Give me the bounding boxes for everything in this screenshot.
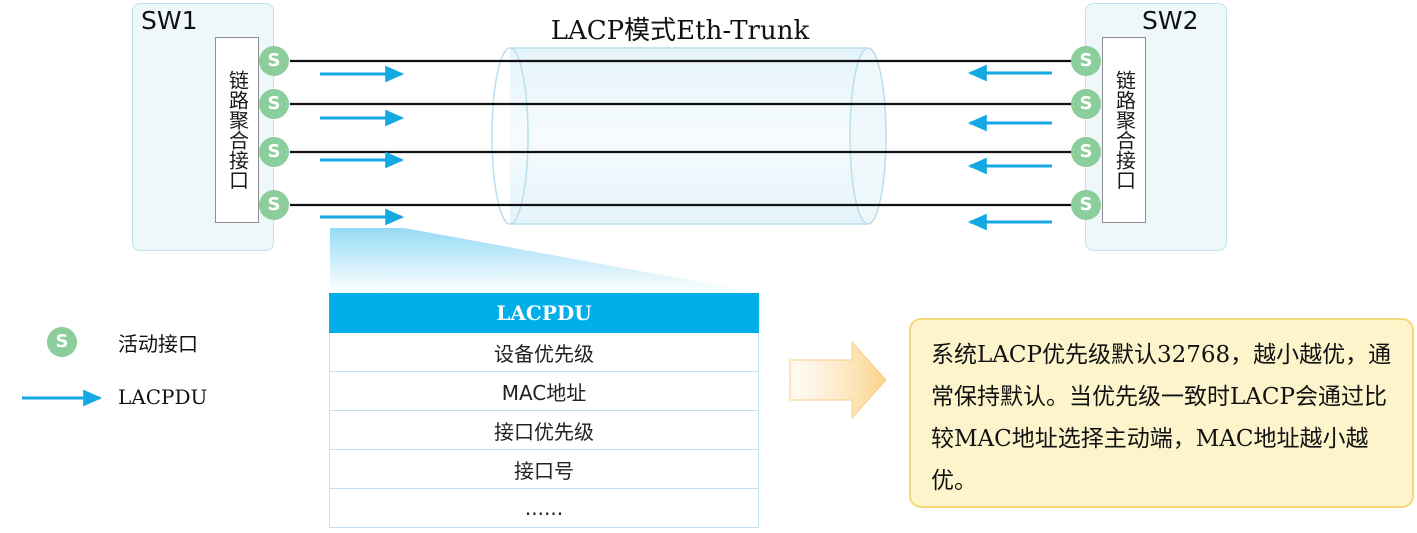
priority-note: 系统LACP优先级默认32768，越小越优，通常保持默认。当优先级一致时LACP…: [909, 318, 1414, 508]
eth-trunk-cylinder: [491, 47, 887, 225]
sw1-active-port: S: [259, 137, 289, 167]
sw2-active-port: S: [1071, 89, 1101, 119]
member-links: [290, 59, 1072, 207]
lacpdu-field: ......: [329, 488, 759, 528]
sw2-active-port: S: [1071, 190, 1101, 220]
switch-sw1-name: SW1: [141, 6, 198, 35]
sw1-active-port: S: [259, 190, 289, 220]
sw1-aggregate-interface: 链路聚合接口: [215, 37, 259, 223]
diagram-title: LACP模式Eth-Trunk: [550, 16, 810, 46]
lacpdu-arrows-left: [967, 64, 1052, 231]
lacpdu-header: LACPDU: [329, 293, 759, 333]
lacpdu-field: 接口优先级: [329, 410, 759, 450]
explain-arrow: [789, 340, 887, 420]
sw1-aggregate-label: 链路聚合接口: [225, 70, 250, 190]
lacpdu-field: MAC地址: [329, 371, 759, 411]
lacpdu-fields-table: LACPDU 设备优先级 MAC地址 接口优先级 接口号 ......: [329, 293, 759, 528]
switch-sw2-name: SW2: [1142, 6, 1199, 35]
sw2-aggregate-interface: 链路聚合接口: [1102, 37, 1146, 223]
legend-lacpdu-label: LACPDU: [118, 385, 208, 409]
lacpdu-field: 设备优先级: [329, 332, 759, 372]
lacpdu-callout: [330, 228, 760, 293]
lacpdu-field: 接口号: [329, 449, 759, 489]
sw2-active-port: S: [1071, 46, 1101, 76]
sw2-aggregate-label: 链路聚合接口: [1112, 70, 1137, 190]
legend-active-port-label: 活动接口: [118, 332, 198, 356]
sw1-active-port: S: [259, 89, 289, 119]
lacpdu-arrows-right: [320, 65, 405, 226]
sw1-active-port: S: [259, 46, 289, 76]
sw2-active-port: S: [1071, 137, 1101, 167]
legend-active-port-icon: S: [47, 327, 77, 357]
